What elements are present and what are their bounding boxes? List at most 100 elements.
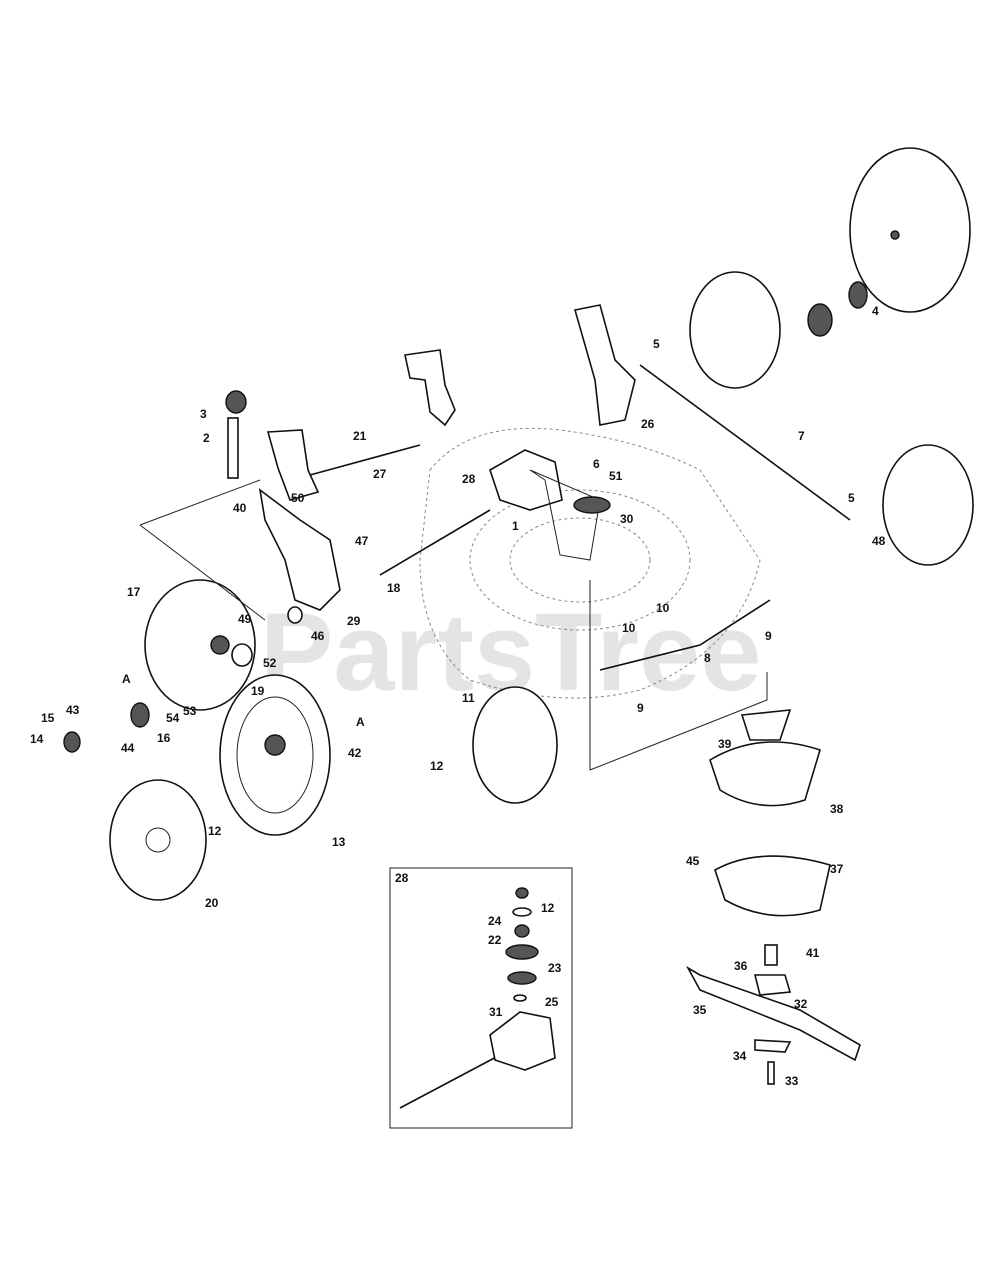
- inset-callout-24: 24: [488, 914, 502, 928]
- callout-43: 43: [66, 703, 80, 717]
- wheel-front-center: [472, 686, 558, 804]
- wheel-rear-right: [882, 444, 974, 566]
- wheel-top-right: [849, 147, 971, 313]
- callout-53: 53: [183, 704, 197, 718]
- callout-29: 29: [347, 614, 361, 628]
- callout-16: 16: [157, 731, 171, 745]
- callout-38: 38: [830, 802, 844, 816]
- inset-callout-31: 31: [489, 1005, 503, 1019]
- inset-shaft: [399, 1054, 501, 1109]
- callout-42: 42: [348, 746, 362, 760]
- inset-callout-22: 22: [488, 933, 502, 947]
- callout-2: 2: [203, 431, 210, 445]
- callout-1: 1: [512, 519, 519, 533]
- callout-44: 44: [121, 741, 135, 755]
- callout-A-left: A: [122, 672, 131, 686]
- control-bracket: [266, 429, 320, 501]
- blade-adapter-top: [740, 709, 792, 741]
- pinion-left: [63, 731, 81, 753]
- callout-20: 20: [205, 896, 219, 910]
- hubcap-left: [109, 779, 207, 901]
- transmission-assembly: [489, 449, 563, 511]
- callout-28: 28: [462, 472, 476, 486]
- blade-adapter-bottom: [753, 974, 792, 996]
- callout-46: 46: [311, 629, 325, 643]
- callout-18: 18: [387, 581, 401, 595]
- callout-6: 6: [593, 457, 600, 471]
- callout-14: 14: [30, 732, 44, 746]
- callout-45: 45: [686, 854, 700, 868]
- callout-17: 17: [127, 585, 141, 599]
- wheel-cover-left: [144, 579, 256, 711]
- callout-47: 47: [355, 534, 369, 548]
- lever-knob: [225, 390, 247, 414]
- callout-8: 8: [704, 651, 711, 665]
- callout-41: 41: [806, 946, 820, 960]
- drive-belt: [529, 469, 601, 561]
- handle-bar-upper: [404, 349, 456, 427]
- callout-50: 50: [291, 491, 305, 505]
- callout-51: 51: [609, 469, 623, 483]
- callout-A-right: A: [356, 715, 365, 729]
- pulley: [573, 496, 611, 514]
- mower-blade: [685, 965, 861, 1062]
- callout-39: 39: [718, 737, 732, 751]
- callout-40: 40: [233, 501, 247, 515]
- callout-32: 32: [794, 997, 808, 1011]
- callout-5-top: 5: [653, 337, 660, 351]
- blade-baffle: [714, 855, 831, 917]
- inset-transmission: [489, 1011, 556, 1071]
- blade-group-bracket: [589, 580, 768, 771]
- callout-7: 7: [798, 429, 805, 443]
- callout-12-center: 12: [430, 759, 444, 773]
- callout-54: 54: [166, 711, 180, 725]
- callout-52: 52: [263, 656, 277, 670]
- control-lever: [227, 417, 239, 479]
- gear-left: [130, 702, 150, 728]
- callout-37: 37: [830, 862, 844, 876]
- deck-ring-inner: [509, 517, 651, 603]
- blade-housing: [709, 741, 821, 807]
- callout-48: 48: [872, 534, 886, 548]
- callout-35: 35: [693, 1003, 707, 1017]
- callout-3: 3: [200, 407, 207, 421]
- callout-30: 30: [620, 512, 634, 526]
- inset-28-label: 28: [395, 871, 409, 885]
- gear-assembly-right: [807, 303, 833, 337]
- handle-bracket-right: [573, 304, 636, 426]
- callout-27: 27: [373, 467, 387, 481]
- callout-19: 19: [251, 684, 265, 698]
- rear-axle: [379, 509, 491, 576]
- callout-15: 15: [41, 711, 55, 725]
- callout-4: 4: [872, 304, 879, 318]
- callout-13: 13: [332, 835, 346, 849]
- deck-ring-outer: [469, 489, 691, 631]
- callout-10-upper: 10: [656, 601, 670, 615]
- callout-34: 34: [733, 1049, 747, 1063]
- handle-bracket-left: [258, 488, 341, 611]
- callout-10-lower: 10: [622, 621, 636, 635]
- inset-callout-12: 12: [541, 901, 555, 915]
- callout-5-right: 5: [848, 491, 855, 505]
- callout-33: 33: [785, 1074, 799, 1088]
- front-axle: [639, 364, 851, 521]
- callout-26: 26: [641, 417, 655, 431]
- inset-callout-25: 25: [545, 995, 559, 1009]
- spacer-left: [231, 643, 253, 667]
- callout-36: 36: [734, 959, 748, 973]
- pinion-right: [848, 281, 868, 309]
- callout-49: 49: [238, 612, 252, 626]
- mower-deck: [419, 427, 761, 699]
- inset-callout-23: 23: [548, 961, 562, 975]
- blade-washer: [754, 1039, 792, 1053]
- blade-bolt-sleeve: [764, 944, 778, 966]
- callout-21: 21: [353, 429, 367, 443]
- callout-12-left: 12: [208, 824, 222, 838]
- callout-9-lower: 9: [637, 701, 644, 715]
- callout-9-right: 9: [765, 629, 772, 643]
- height-adjust-rod: [599, 599, 771, 671]
- drive-link-rod: [309, 444, 421, 476]
- callout-11: 11: [462, 691, 475, 705]
- washer-left: [287, 606, 303, 624]
